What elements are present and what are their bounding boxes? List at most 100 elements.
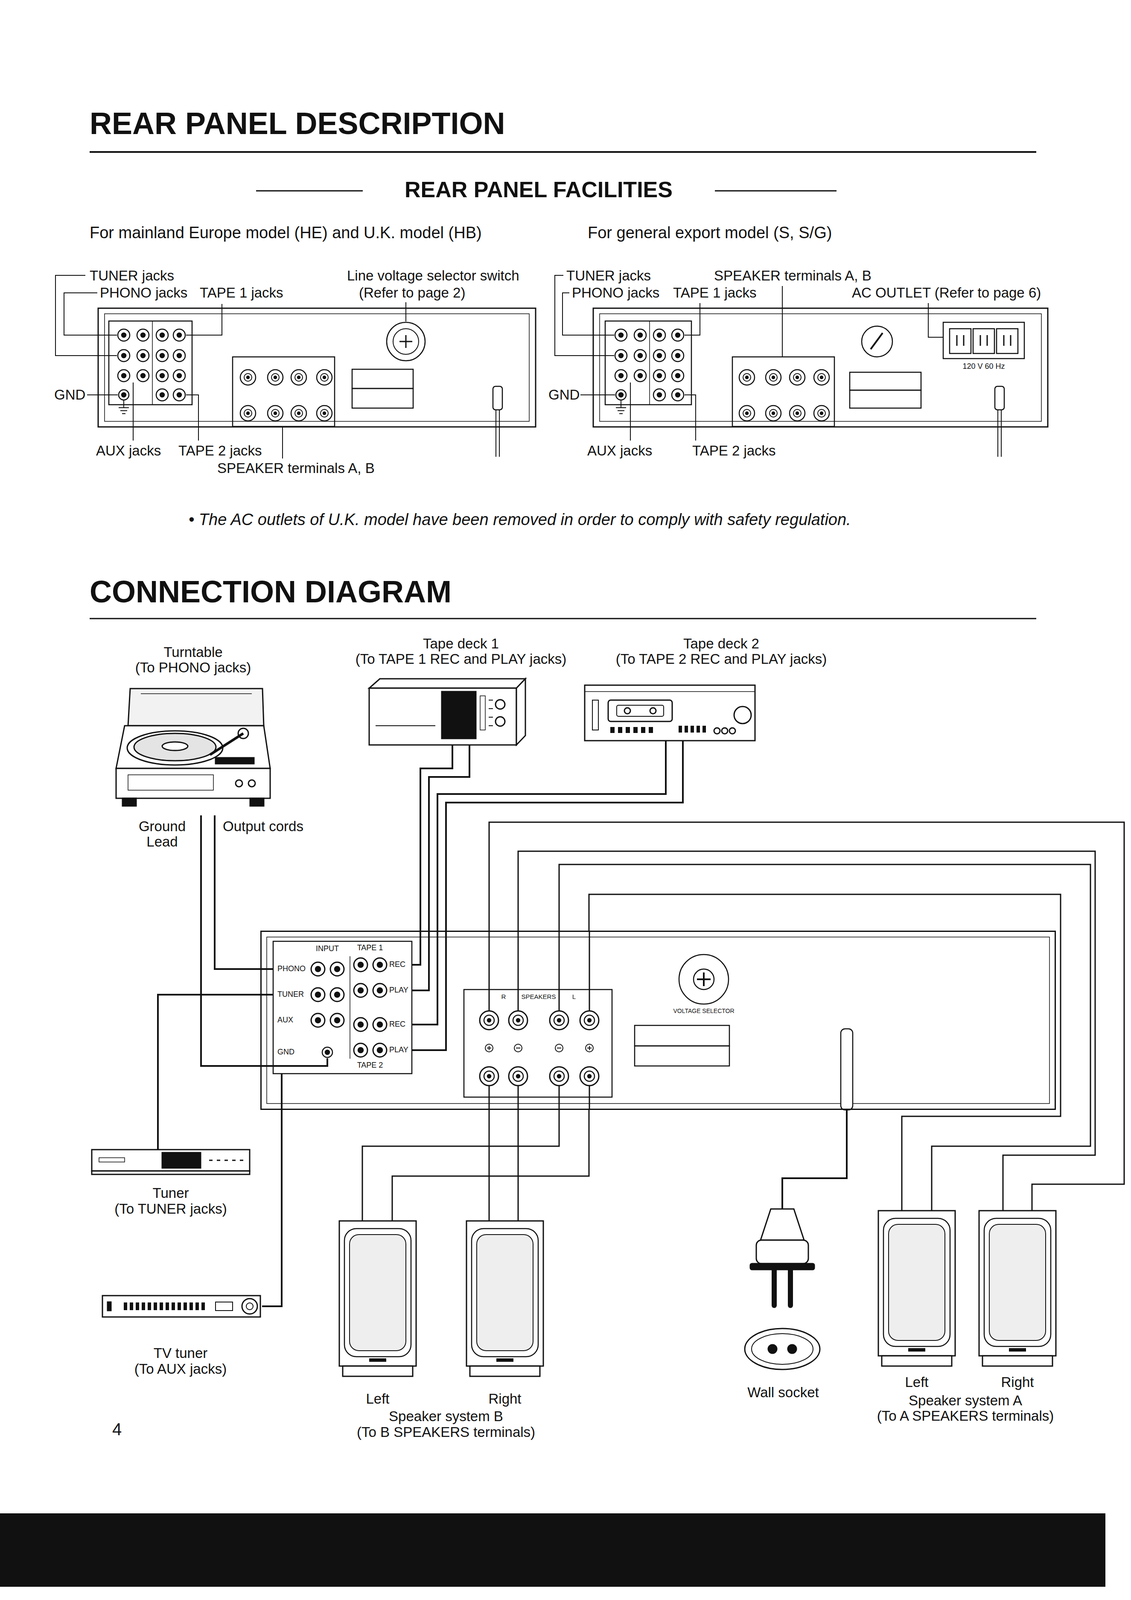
signal-cord	[428, 744, 470, 931]
amplifier-panel-drawing	[353, 1043, 368, 1057]
speaker-cable	[489, 1109, 519, 1221]
tuner-drawing	[99, 1157, 125, 1162]
turntable: Turntable(To PHONO jacks)	[110, 644, 276, 816]
amplifier-panel-drawing	[353, 983, 368, 997]
device-caption: Left	[364, 1390, 391, 1407]
heading-rule	[89, 151, 1037, 619]
speaker-cable	[559, 864, 1091, 1211]
wire-stub	[411, 930, 446, 1050]
rear-panel-figure	[104, 313, 530, 422]
rear-panel-figure	[352, 369, 414, 389]
speaker-drawing	[466, 1220, 544, 1376]
section-heading: CONNECTION DIAGRAM	[89, 574, 452, 610]
device-caption: Left	[903, 1374, 930, 1390]
plug-and-socket-drawing	[744, 1328, 820, 1370]
panel-marking: SPEAKERS	[521, 992, 557, 1000]
tape-deck-drawing	[650, 707, 656, 714]
tape-deck-drawing	[488, 699, 493, 726]
rear-panel-figure	[861, 326, 893, 357]
tape-deck-drawing	[369, 678, 526, 688]
amplifier-panel-drawing	[479, 1010, 499, 1030]
device-caption: Wall socket	[745, 1384, 821, 1400]
tape-deck-drawing	[616, 705, 664, 717]
signal-cord	[420, 744, 453, 931]
leader-line	[55, 275, 406, 459]
section-heading: REAR PANEL FACILITIES	[404, 177, 673, 203]
rear-panel-figure	[615, 389, 627, 400]
rear-panel-figure	[653, 329, 666, 342]
rear-panel-figure	[495, 409, 500, 457]
rear-panel-figure	[267, 369, 283, 385]
turntable-drawing	[127, 730, 223, 765]
tape-deck-drawing	[690, 725, 694, 733]
amplifier-panel-drawing	[485, 1043, 493, 1052]
plug-and-socket-drawing	[750, 1263, 815, 1270]
heading-rule	[89, 151, 1037, 153]
turntable-drawing	[128, 688, 264, 726]
callout-label: SPEAKER terminals A, B	[217, 460, 375, 477]
ground-lead	[201, 815, 261, 1066]
rear-panel-figure	[615, 349, 627, 362]
turntable-drawing	[122, 798, 137, 806]
amplifier-panel-drawing	[373, 983, 387, 997]
panel-marking: VOLTAGE SELECTOR	[673, 1007, 735, 1015]
callout-label: TAPE 1 jacks	[199, 284, 284, 301]
device-caption: Tape deck 2	[681, 635, 761, 652]
tape-deck-drawing	[696, 725, 700, 733]
rear-panel-figure	[316, 369, 333, 385]
turntable-drawing	[116, 725, 271, 769]
rear-panel-figure	[291, 405, 307, 421]
rear-panel-figure	[554, 275, 1048, 457]
leader-line	[781, 285, 783, 357]
speaker-drawing	[339, 1210, 1056, 1376]
rear-panel-figure	[997, 409, 1002, 457]
rear-panel-figure	[739, 405, 755, 421]
wire-stub	[489, 930, 590, 1011]
leader-line	[186, 303, 222, 336]
rear-panel-figure	[653, 388, 666, 401]
callout-label: GND	[548, 386, 580, 403]
speaker-cable	[518, 851, 1096, 1211]
rear-panel-figure	[671, 369, 684, 382]
heading-rule	[89, 617, 1037, 620]
callout-label: TAPE 2 jacks	[178, 442, 263, 459]
tape-deck-drawing	[375, 725, 436, 726]
rear-panel-figure	[316, 405, 333, 421]
rear-panel-figure	[156, 388, 169, 401]
rear-panel-figure	[98, 308, 536, 427]
tv-tuner-drawing	[195, 1302, 199, 1310]
rear-panel-figure	[156, 369, 169, 382]
speaker-drawing	[979, 1210, 1056, 1366]
tv-tuner-drawing	[241, 1298, 258, 1314]
footer-bar	[0, 1512, 1106, 1587]
tape-deck-drawing	[610, 725, 706, 733]
model-heading: For general export model (S, S/G)	[587, 223, 832, 243]
rear-panel-figure	[291, 369, 307, 385]
panel-marking: REC	[389, 959, 406, 969]
leader-line	[684, 303, 700, 336]
rear-panel-figure	[173, 369, 186, 382]
plug-and-socket-drawing	[751, 1333, 814, 1365]
tv-tuner-drawing	[189, 1302, 193, 1310]
heading-rule	[256, 190, 363, 192]
tape-deck-drawing	[369, 687, 517, 745]
rear-panel-figure	[492, 386, 503, 410]
tv-tuner-drawing	[183, 1302, 187, 1310]
callout-label: PHONO jacks	[99, 284, 188, 301]
turntable-drawing	[248, 779, 256, 787]
tape-deck-drawing	[684, 725, 688, 733]
page-number: 4	[112, 1419, 122, 1439]
tape-deck-drawing	[721, 727, 728, 734]
model-heading: For mainland Europe model (HE) and U.K. …	[89, 223, 482, 243]
rear-panel-figure	[393, 328, 419, 355]
rear-panel-figure	[399, 335, 413, 348]
amplifier-panel-drawing	[273, 941, 412, 1074]
signal-cord	[214, 815, 261, 969]
device-caption: Turntable	[161, 644, 225, 660]
panel-marking: L	[572, 992, 576, 1000]
turntable-drawing	[116, 688, 271, 806]
leader-line	[580, 394, 616, 396]
page-title: REAR PANEL DESCRIPTION	[89, 105, 505, 142]
group-caption: (To A SPEAKERS terminals)	[877, 1407, 1054, 1424]
tape-deck: Tape deck 2(To TAPE 2 REC and PLAY jacks…	[584, 635, 858, 741]
